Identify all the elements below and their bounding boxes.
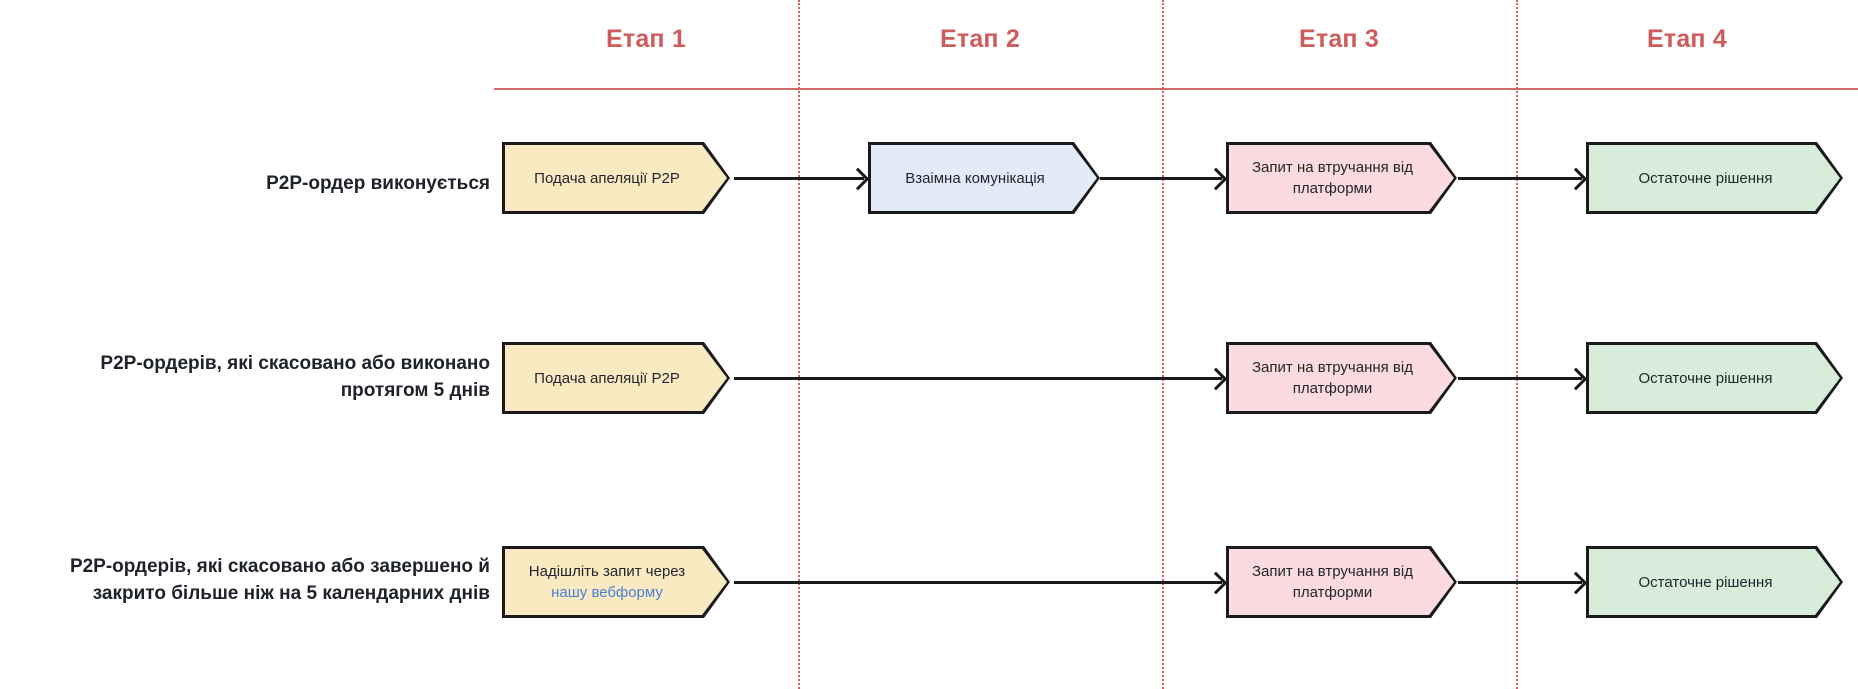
node-label: Запит на втручання від платформи: [1252, 563, 1413, 601]
node-text-wrap: Остаточне рішення: [1639, 572, 1773, 593]
stage-header-1: Етап 1: [606, 25, 686, 53]
connector-arrow: [734, 581, 1222, 584]
node-platform-intervention-request: Запит на втручання від платформи: [1226, 546, 1457, 618]
stage-header-3: Етап 3: [1299, 25, 1379, 53]
node-label: Надішліть запит через: [528, 563, 686, 580]
node-body-final-decision: Остаточне рішення: [1589, 549, 1840, 615]
node-submit-request-webform: Надішліть запит через нашу вебформу: [502, 546, 730, 618]
node-text-wrap: Подача апеляції P2P: [534, 368, 680, 389]
node-text-wrap: Запит на втручання від платформи: [1241, 357, 1424, 399]
node-text-wrap: Запит на втручання від платформи: [1241, 157, 1424, 199]
node-body-platform-intervention-request: Запит на втручання від платформи: [1229, 549, 1454, 615]
node-text-wrap: Остаточне рішення: [1639, 168, 1773, 189]
row-label-1: P2P-ордер виконується: [266, 173, 490, 194]
row-label-2: P2P-ордерів, які скасовано або виконано …: [100, 353, 490, 401]
node-label: Подача апеляції P2P: [534, 369, 680, 387]
node-body-mutual-communication: Взаімна комунікація: [871, 145, 1097, 211]
row-label-3: P2P-ордерів, які скасовано або завершено…: [69, 556, 490, 604]
node-text-wrap: Взаімна комунікація: [905, 168, 1045, 189]
node-label: Остаточне рішення: [1638, 573, 1773, 591]
node-label: Взаімна комунікація: [905, 169, 1045, 187]
connector-arrow: [1458, 377, 1582, 380]
node-body-final-decision: Остаточне рішення: [1589, 145, 1840, 211]
node-text-wrap: Надішліть запит через нашу вебформу: [529, 561, 685, 603]
node-body-submit-p2p-appeal: Подача апеляції P2P: [505, 345, 727, 411]
node-text-wrap: Остаточне рішення: [1639, 368, 1773, 389]
stage-divider-2: [1162, 0, 1164, 689]
connector-arrow: [1100, 177, 1222, 180]
connector-arrow: [1458, 177, 1582, 180]
node-label: Подача апеляції P2P: [534, 169, 680, 187]
stage-header-4: Етап 4: [1647, 25, 1727, 53]
node-body-platform-intervention-request: Запит на втручання від платформи: [1229, 345, 1454, 411]
node-label: Остаточне рішення: [1638, 169, 1773, 187]
connector-arrow: [1458, 581, 1582, 584]
node-text-wrap: Запит на втручання від платформи: [1241, 561, 1424, 603]
node-label: Остаточне рішення: [1638, 369, 1773, 387]
node-submit-p2p-appeal: Подача апеляції P2P: [502, 142, 730, 214]
node-body-submit-request-webform: Надішліть запит через нашу вебформу: [505, 549, 727, 615]
node-body-final-decision: Остаточне рішення: [1589, 345, 1840, 411]
node-mutual-communication: Взаімна комунікація: [868, 142, 1100, 214]
node-label: Запит на втручання від платформи: [1252, 159, 1413, 197]
connector-arrow: [734, 177, 864, 180]
node-final-decision: Остаточне рішення: [1586, 546, 1843, 618]
node-submit-p2p-appeal: Подача апеляції P2P: [502, 342, 730, 414]
connector-arrow: [734, 377, 1222, 380]
node-label: Запит на втручання від платформи: [1252, 359, 1413, 397]
node-final-decision: Остаточне рішення: [1586, 142, 1843, 214]
header-divider-rule: [494, 88, 1858, 90]
stage-divider-1: [798, 0, 800, 689]
node-body-platform-intervention-request: Запит на втручання від платформи: [1229, 145, 1454, 211]
node-text-wrap: Подача апеляції P2P: [534, 168, 680, 189]
stage-header-2: Етап 2: [940, 25, 1020, 53]
stage-divider-3: [1516, 0, 1518, 689]
webform-link[interactable]: нашу вебформу: [551, 584, 663, 601]
node-platform-intervention-request: Запит на втручання від платформи: [1226, 342, 1457, 414]
node-body-submit-p2p-appeal: Подача апеляції P2P: [505, 145, 727, 211]
node-final-decision: Остаточне рішення: [1586, 342, 1843, 414]
node-platform-intervention-request: Запит на втручання від платформи: [1226, 142, 1457, 214]
